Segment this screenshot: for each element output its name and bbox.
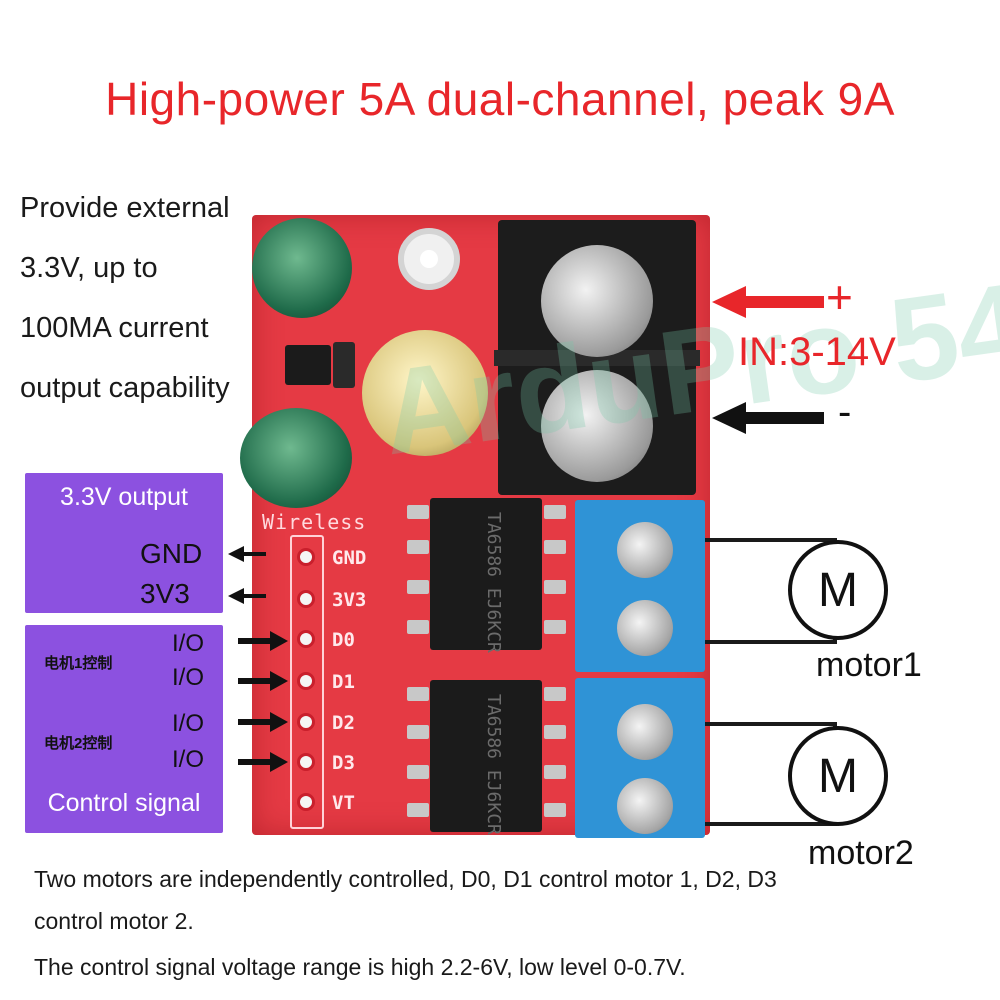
driver-chip-1-text: TA6586 EJ6KCR [483, 512, 504, 653]
control-signal-title: Control signal [47, 789, 201, 817]
chip-leg [407, 540, 429, 554]
motor2-symbol: M [788, 726, 888, 826]
pin-label-d1: D1 [332, 671, 355, 693]
output-box: 3.3V output [25, 473, 223, 613]
motor2-control-label: 电机2控制 [44, 735, 113, 752]
arrow-plus-icon [712, 286, 746, 318]
chip-leg [407, 803, 429, 817]
silk-wireless-label: Wireless [262, 510, 367, 534]
arrow-right-icon [270, 712, 288, 732]
chip-leg [544, 540, 566, 554]
chip-leg [544, 803, 566, 817]
motor1-symbol: M [788, 540, 888, 640]
chip-leg [544, 580, 566, 594]
motor2-screw-a [617, 704, 673, 760]
driver-chip-1: TA6586 EJ6KCR [430, 498, 542, 653]
chip-leg [407, 765, 429, 779]
control-signal-box: Control signal [25, 625, 223, 833]
power-screw-negative [541, 370, 653, 482]
pin-label-3v3: 3V3 [332, 589, 367, 611]
chip-leg [544, 620, 566, 634]
arrow-right-icon [270, 631, 288, 651]
pin-hole-d0 [297, 630, 315, 648]
output-3v3-label: 3V3 [140, 578, 190, 609]
arrow-minus-shaft [744, 412, 824, 424]
io-label-d3: I/O [172, 746, 205, 773]
output-box-title: 3.3V output [60, 483, 188, 511]
mounting-hole-center [420, 250, 438, 268]
motor1-terminal [575, 500, 705, 672]
motor1-label: motor1 [816, 646, 922, 684]
arrow-minus-icon [712, 402, 746, 434]
motor2-label: motor2 [808, 834, 914, 872]
capacitor-large [362, 330, 488, 456]
chip-leg [407, 580, 429, 594]
mounting-hole [398, 228, 460, 290]
arrow-right-icon [270, 671, 288, 691]
pin-hole-gnd [297, 548, 315, 566]
output-gnd-label: GND [140, 538, 203, 569]
input-range-label: IN:3-14V [738, 330, 896, 374]
motor2-screw-b [617, 778, 673, 834]
pin-label-gnd: GND [332, 547, 367, 569]
chip-leg [407, 687, 429, 701]
pin-label-d3: D3 [332, 752, 355, 774]
terminal-divider [494, 350, 700, 366]
io-label-d0: I/O [172, 630, 205, 657]
motor1-wire-bottom [705, 640, 835, 644]
pin-hole-d1 [297, 672, 315, 690]
regulator-chip [285, 345, 331, 385]
pin-hole-d3 [297, 753, 315, 771]
input-minus-label: - [838, 390, 852, 434]
external-note-line-1: Provide external [20, 192, 230, 224]
io-label-d1: I/O [172, 664, 205, 691]
chip-leg [544, 765, 566, 779]
pin-label-d0: D0 [332, 629, 355, 651]
arrow-left-shaft [244, 552, 266, 556]
capacitor-bottom-left [240, 408, 352, 508]
pin-hole-d2 [297, 713, 315, 731]
arrow-right-shaft [238, 719, 272, 725]
pin-label-d2: D2 [332, 712, 355, 734]
arrow-right-shaft [238, 759, 272, 765]
chip-leg [544, 505, 566, 519]
motor1-wire-top [705, 538, 835, 542]
input-plus-label: + [826, 271, 853, 323]
motor2-terminal [575, 678, 705, 838]
page-title: High-power 5A dual-channel, peak 9A [105, 73, 895, 125]
external-note-line-4: output capability [20, 372, 230, 404]
chip-leg [407, 620, 429, 634]
diode [333, 342, 355, 388]
motor2-wire-bottom [705, 822, 835, 826]
motor2-wire-top [705, 722, 835, 726]
motor1-screw-a [617, 522, 673, 578]
chip-leg [407, 725, 429, 739]
note-line-3: The control signal voltage range is high… [34, 954, 686, 980]
chip-leg [407, 505, 429, 519]
note-line-2: control motor 2. [34, 908, 194, 934]
arrow-right-icon [270, 752, 288, 772]
note-line-1: Two motors are independently controlled,… [34, 866, 777, 892]
arrow-right-shaft [238, 638, 272, 644]
pin-hole-vt [297, 793, 315, 811]
external-note-line-2: 3.3V, up to [20, 252, 158, 284]
arrow-left-icon [228, 546, 244, 562]
power-screw-positive [541, 245, 653, 357]
chip-leg [544, 725, 566, 739]
arrow-left-icon [228, 588, 244, 604]
arrow-right-shaft [238, 678, 272, 684]
arrow-plus-shaft [744, 296, 824, 308]
pin-label-vt: VT [332, 792, 355, 814]
external-note-line-3: 100MA current [20, 312, 209, 344]
driver-chip-2-text: TA6586 EJ6KCR [483, 694, 504, 835]
io-label-d2: I/O [172, 710, 205, 737]
capacitor-top-left [252, 218, 352, 318]
arrow-left-shaft [244, 594, 266, 598]
motor1-control-label: 电机1控制 [44, 655, 113, 672]
chip-leg [544, 687, 566, 701]
pin-hole-3v3 [297, 590, 315, 608]
motor1-screw-b [617, 600, 673, 656]
pin-header-strip [290, 535, 324, 829]
driver-chip-2: TA6586 EJ6KCR [430, 680, 542, 835]
